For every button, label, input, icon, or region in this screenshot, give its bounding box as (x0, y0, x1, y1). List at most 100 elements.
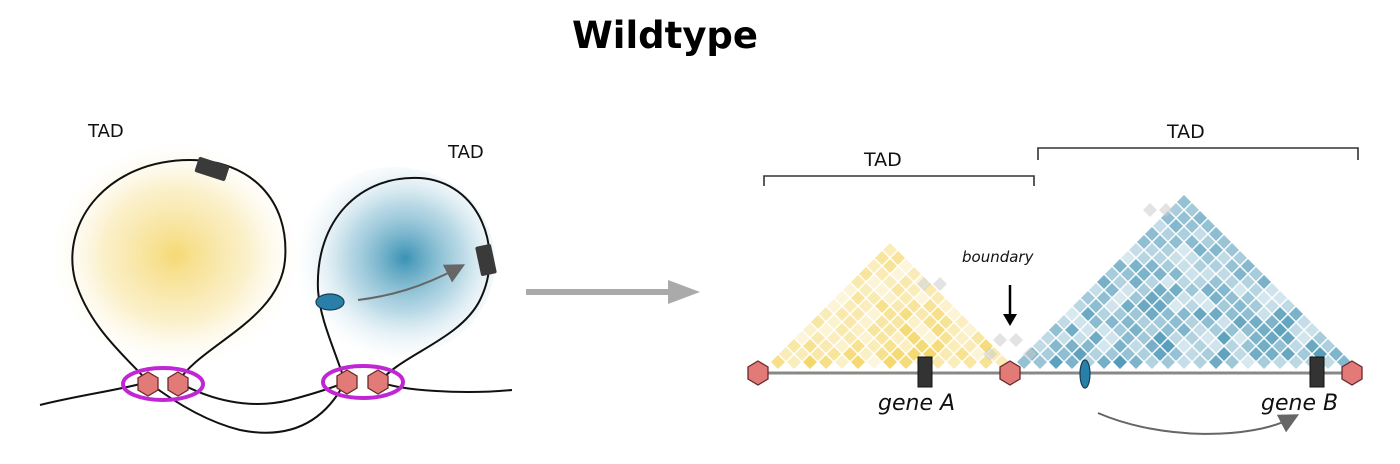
heatmap-cell (1145, 339, 1159, 353)
heatmap-cell (1169, 331, 1183, 345)
heatmap-cell (1129, 307, 1143, 321)
heatmap-cell (1145, 275, 1159, 289)
ctcf-left-group (137, 369, 389, 397)
heatmap-cell (939, 299, 953, 313)
heatmap-cell (1177, 211, 1191, 225)
heatmap-cell (891, 299, 905, 313)
heatmap-cell (1265, 347, 1279, 361)
heatmap-cell (859, 315, 873, 329)
heatmap-cell (971, 347, 985, 361)
heatmap-cell (1281, 331, 1295, 345)
heatmap-cell (1233, 315, 1247, 329)
right-hic-panel: TAD TAD boundary gene A gene B (747, 121, 1363, 435)
heatmap-cell (1241, 275, 1255, 289)
heatmap-cell (1177, 227, 1191, 241)
heatmap-cell (859, 331, 873, 345)
heatmap-cell (1129, 355, 1143, 369)
heatmap-cell (867, 275, 881, 289)
chromatin-fiber (39, 158, 513, 406)
heatmap-cell (1129, 291, 1143, 305)
heatmap-cell (1209, 243, 1223, 257)
heatmap-cell (963, 339, 977, 353)
heatmap-cell (1177, 259, 1191, 273)
heatmap-cell (875, 299, 889, 313)
heatmap-cell (1217, 315, 1231, 329)
heatmap-cell (1169, 267, 1183, 281)
heatmap-cell (1065, 355, 1079, 369)
heatmap-cell (875, 347, 889, 361)
heatmap-cell (1305, 323, 1319, 337)
heatmap-cell-grey (983, 347, 997, 361)
heatmap-cell (1225, 259, 1239, 273)
activation-arrow-right (1097, 412, 1300, 435)
heatmap-cell (1097, 323, 1111, 337)
chromatin-fiber-cross-1 (147, 381, 346, 434)
heatmap-cell (843, 283, 857, 297)
heatmap-cell (1145, 243, 1159, 257)
heatmap-cell (819, 307, 833, 321)
heatmap-cell (1113, 291, 1127, 305)
heatmap-cell (1185, 331, 1199, 345)
heatmap-cell (803, 323, 817, 337)
heatmap-cell (1169, 315, 1183, 329)
heatmap-cell (1201, 251, 1215, 265)
heatmap-cell (1185, 219, 1199, 233)
heatmap-cell (1153, 283, 1167, 297)
heatmap-cell (787, 339, 801, 353)
heatmap-cell (955, 347, 969, 361)
heatmap-cell (1225, 323, 1239, 337)
heatmap-cell (851, 275, 865, 289)
heatmap-cell (1185, 251, 1199, 265)
heatmap-cell-grey (993, 333, 1007, 347)
heatmap-cell (851, 339, 865, 353)
heatmap-cell (1209, 275, 1223, 289)
tad-label-right-1: TAD (863, 149, 902, 171)
heatmap-cell (1041, 347, 1055, 361)
heatmap-cell (1049, 339, 1063, 353)
heatmap-cell (1297, 315, 1311, 329)
heatmap-cell (811, 347, 825, 361)
heatmap-cell (1113, 275, 1127, 289)
heatmap-cell (1233, 267, 1247, 281)
heatmap-cell (1145, 323, 1159, 337)
heatmap-cell (1177, 291, 1191, 305)
heatmap-cell (1273, 307, 1287, 321)
heatmap-cell (1321, 339, 1335, 353)
heatmap-cell (1105, 267, 1119, 281)
ctcf-hexagon (999, 360, 1021, 386)
heatmap-cell (891, 331, 905, 345)
heatmap-cell (875, 315, 889, 329)
heatmap-cell (915, 307, 929, 321)
heatmap-cell (1225, 307, 1239, 321)
heatmap-cell (1193, 211, 1207, 225)
heatmap-cell (1233, 283, 1247, 297)
boundary-label: boundary (962, 248, 1035, 266)
heatmap-cell (1145, 355, 1159, 369)
heatmap-cell (1273, 339, 1287, 353)
heatmap-cell (1193, 275, 1207, 289)
heatmap-cell (899, 339, 913, 353)
heatmap-cell (1201, 299, 1215, 313)
heatmap-cell (1129, 259, 1143, 273)
gene-b-label: gene B (1261, 391, 1338, 416)
heatmap-cell (1153, 299, 1167, 313)
left-loop-panel: TAD TAD (39, 121, 513, 434)
heatmap-cell (1177, 275, 1191, 289)
heatmap-cell (867, 259, 881, 273)
heatmap-cell (891, 315, 905, 329)
heatmap-cell (1161, 275, 1175, 289)
heatmap-cell (1265, 331, 1279, 345)
heatmap-cell (971, 331, 985, 345)
heatmap-cell (915, 323, 929, 337)
heatmap-cell (1097, 355, 1111, 369)
heatmap-cell (899, 275, 913, 289)
heatmap-cell (883, 339, 897, 353)
heatmap-cell (1201, 347, 1215, 361)
heatmap-cell (1209, 355, 1223, 369)
tad-bracket-right (1037, 147, 1359, 160)
tad-label-left-2: TAD (447, 142, 484, 163)
heatmap-cell (827, 331, 841, 345)
heatmap-cell (1185, 267, 1199, 281)
heatmap-cell (1193, 259, 1207, 273)
heatmap-cell (1201, 235, 1215, 249)
